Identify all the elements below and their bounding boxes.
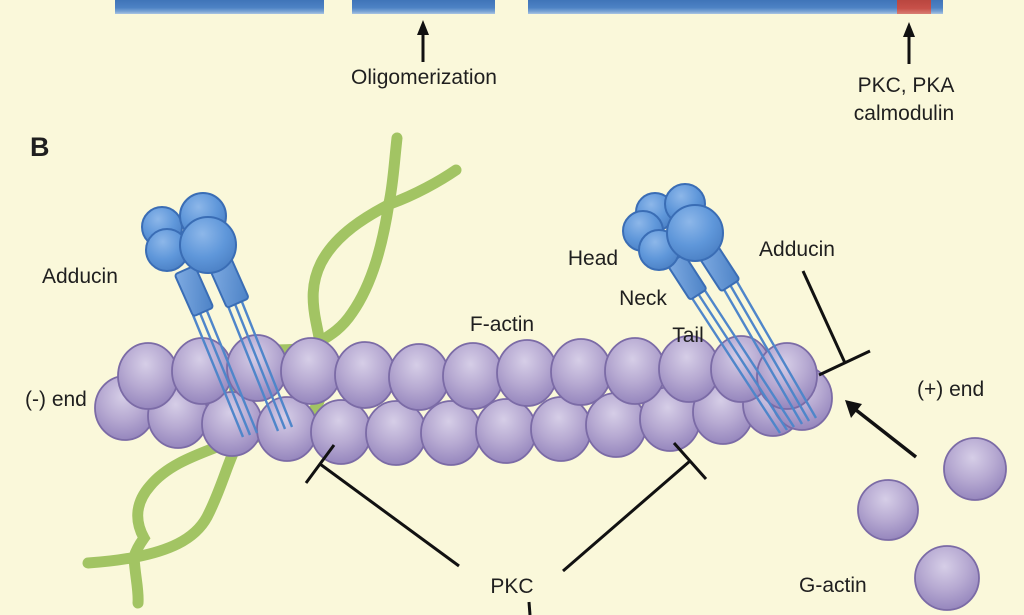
phosphorylation-site (897, 0, 931, 14)
domain-bar-diagram (115, 0, 943, 14)
actin-subunit (420, 400, 482, 466)
f-actin-label: F-actin (470, 313, 534, 336)
actin-subunit (475, 398, 537, 464)
actin-subunit (496, 339, 558, 407)
adducin-right-label: Adducin (759, 238, 835, 261)
g-actin-monomers (857, 437, 1007, 611)
minus-end-label: (-) end (25, 388, 87, 411)
g-actin-monomer (857, 479, 919, 541)
actin-subunit (117, 342, 179, 410)
actin-subunit (334, 341, 396, 409)
adducin-inhibition-line (801, 270, 847, 364)
polymerization-arrowhead-icon (845, 400, 862, 418)
kinase-annotation: PKC, PKA calmodulin (854, 22, 955, 125)
adducin-inhibition-cap (818, 349, 871, 377)
actin-subunit (530, 396, 592, 462)
kinase-label-line1: PKC, PKA (858, 74, 955, 97)
adducin-left-label: Adducin (42, 265, 118, 288)
annotations (304, 270, 918, 615)
actin-subunit (280, 337, 342, 405)
polymerization-arrow (854, 408, 918, 459)
actin-subunit (256, 396, 318, 462)
pkc-inhibition-cap-right (672, 442, 708, 480)
tail-label: Tail (672, 324, 704, 347)
g-actin-label: G-actin (799, 574, 867, 597)
actin-subunit (388, 343, 450, 411)
oligomerization-arrowhead-icon (417, 20, 429, 35)
panel-b-labels: Adducin Adducin Head Neck Tail F-actin (… (25, 238, 984, 598)
pkc-down-arrow-stub (527, 601, 532, 615)
adducin-left-tail (191, 301, 294, 438)
neck-label: Neck (619, 287, 667, 310)
actin-subunit (550, 338, 612, 406)
pkc-inhibition-cap-left (304, 444, 336, 484)
domain-bar-neck (352, 0, 495, 14)
f-actin-filament (94, 334, 833, 466)
domain-bar-tail (528, 0, 943, 14)
pkc-label: PKC (490, 575, 533, 598)
oligomerization-annotation: Oligomerization (351, 20, 497, 89)
pkc-inhibition-line-right (562, 459, 691, 573)
adducin-right-molecule (622, 183, 818, 434)
adducin-right-tail (688, 279, 818, 434)
oligomerization-label: Oligomerization (351, 66, 497, 89)
kinase-label-line2: calmodulin (854, 102, 954, 125)
domain-bar-head (115, 0, 324, 14)
pkc-inhibition-line-left (319, 462, 460, 568)
g-actin-monomer (914, 545, 980, 611)
actin-subunit (310, 399, 372, 465)
panel-b-label: B (30, 132, 50, 162)
plus-end-label: (+) end (917, 378, 984, 401)
actin-subunit (442, 342, 504, 410)
head-label: Head (568, 247, 618, 270)
kinase-arrowhead-icon (903, 22, 915, 37)
adducin-right-head (622, 183, 724, 271)
g-actin-monomer (943, 437, 1007, 501)
actin-subunit (604, 337, 666, 405)
adducin-left-head (141, 192, 237, 274)
adducin-left-molecule (141, 192, 294, 438)
